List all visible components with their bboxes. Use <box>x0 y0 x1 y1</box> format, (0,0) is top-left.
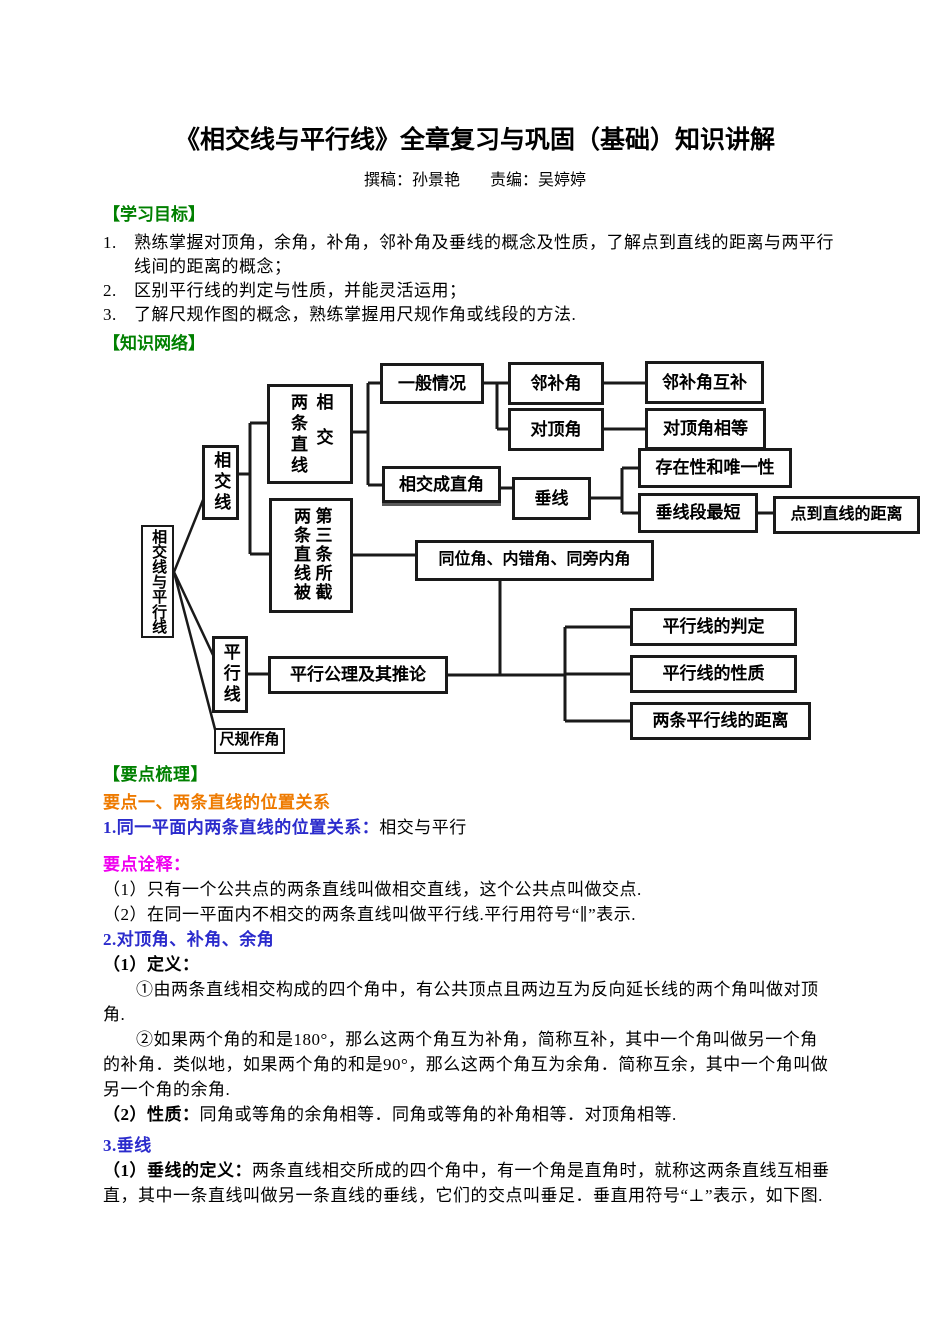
network-heading: 【知识网络】 <box>103 334 205 353</box>
sub2-heading: 2.对顶角、补角、余角 <box>103 930 275 949</box>
knowledge-network-diagram: 相交线与平行线 相交线 平行线 尺规作角 两条直线 相交 两条直线被 第三条所截… <box>0 356 950 758</box>
goal-item: 2. 区别平行线的判定与性质，并能灵活运用； <box>103 279 835 303</box>
node-parallel-distance: 两条平行线的距离 <box>630 702 811 740</box>
node-shortest-segment: 垂线段最短 <box>638 493 758 533</box>
goal-text: 区别平行线的判定与性质，并能灵活运用； <box>134 281 467 300</box>
perpendicular-text: 两条直线相交所成的四个角中，有一个角是直角时，就称这两条直线互相垂直，其中一条直… <box>103 1161 830 1205</box>
node-adjacent-supplementary: 邻补角 <box>508 362 604 405</box>
sub1-label: 1.同一平面内两条直线的位置关系： <box>103 818 380 837</box>
byline: 撰稿：孙景艳 责编：吴婷婷 <box>0 166 950 190</box>
node-general-case: 一般情况 <box>380 363 484 404</box>
node-parallel-axiom: 平行公理及其推论 <box>268 656 448 694</box>
byline-editor: 责编：吴婷婷 <box>490 172 587 189</box>
node-parallel-property: 平行线的性质 <box>630 655 797 693</box>
sub1-line: 1.同一平面内两条直线的位置关系：相交与平行 <box>103 815 835 840</box>
goal-number: 3. <box>103 305 117 324</box>
definition-2: ②如果两个角的和是180°，那么这两个角互为补角，简称互补，其中一个角叫做另一个… <box>103 1030 829 1099</box>
definition-label: （1）定义： <box>103 955 200 974</box>
node-intersect-right-angle: 相交成直角 <box>382 466 501 503</box>
node-two-lines-cut-col2: 第三条所截 <box>312 507 332 602</box>
goals-list: 1. 熟练掌握对顶角，余角，补角，邻补角及垂线的概念及性质，了解点到直线的距离与… <box>103 231 835 327</box>
perpendicular-label: （1）垂线的定义： <box>103 1161 252 1180</box>
node-two-lines-intersect-col2: 相交 <box>313 393 333 463</box>
node-two-lines-intersect-col1: 两条直线 <box>288 393 307 477</box>
perpendicular-definition: （1）垂线的定义：两条直线相交所成的四个角中，有一个角是直角时，就称这两条直线互… <box>103 1158 835 1208</box>
node-perpendicular: 垂线 <box>512 477 591 520</box>
node-parallel-judgement: 平行线的判定 <box>630 608 797 646</box>
sub1-text: 相交与平行 <box>379 818 467 837</box>
note-1: （1）只有一个公共点的两条直线叫做相交直线，这个公共点叫做交点. <box>103 880 642 899</box>
page-title: 《相交线与平行线》全章复习与巩固（基础）知识讲解 <box>174 127 775 154</box>
node-ruler-compass: 尺规作角 <box>214 728 285 754</box>
goal-text: 熟练掌握对顶角，余角，补角，邻补角及垂线的概念及性质，了解点到直线的距离与两平行… <box>134 233 834 276</box>
node-point-line-distance: 点到直线的距离 <box>773 496 920 534</box>
node-parallel-lines: 平行线 <box>212 636 248 713</box>
property-text: 同角或等角的余角相等．同角或等角的补角相等．对顶角相等. <box>199 1105 677 1124</box>
node-angle-types: 同位角、内错角、同旁内角 <box>415 540 654 581</box>
property-label: （2）性质： <box>103 1105 200 1124</box>
node-two-lines-cut-by-third: 两条直线被 第三条所截 <box>269 498 353 613</box>
definition-1: ①由两条直线相交构成的四个角中，有公共顶点且两边互为反向延长线的两个角叫做对顶角… <box>103 980 819 1024</box>
goal-number: 1. <box>103 233 117 252</box>
sub3-heading: 3.垂线 <box>103 1136 152 1155</box>
node-two-lines-intersect: 两条直线 相交 <box>267 384 353 484</box>
node-adjacent-supplementary-prop: 邻补角互补 <box>645 361 764 404</box>
byline-author: 撰稿：孙景艳 <box>363 172 460 189</box>
notes-label: 要点诠释： <box>103 855 191 874</box>
note-2: （2）在同一平面内不相交的两条直线叫做平行线.平行用符号“∥”表示. <box>103 905 636 924</box>
property-line: （2）性质：同角或等角的余角相等．同角或等角的补角相等．对顶角相等. <box>103 1102 835 1127</box>
goal-item: 1. 熟练掌握对顶角，余角，补角，邻补角及垂线的概念及性质，了解点到直线的距离与… <box>103 231 835 279</box>
node-vertical-angles-prop: 对顶角相等 <box>645 408 766 450</box>
node-two-lines-cut-col1: 两条直线被 <box>291 507 310 602</box>
point1-heading: 要点一、两条直线的位置关系 <box>103 793 331 812</box>
node-vertical-angles: 对顶角 <box>508 408 604 451</box>
goal-number: 2. <box>103 281 117 300</box>
outline-heading: 【要点梳理】 <box>103 765 208 784</box>
node-existence-uniqueness: 存在性和唯一性 <box>638 448 792 488</box>
node-root: 相交线与平行线 <box>141 525 174 638</box>
node-intersecting-lines: 相交线 <box>202 445 239 520</box>
goal-item: 3. 了解尺规作图的概念，熟练掌握用尺规作角或线段的方法. <box>103 303 835 327</box>
goals-heading: 【学习目标】 <box>103 205 205 224</box>
goal-text: 了解尺规作图的概念，熟练掌握用尺规作角或线段的方法. <box>134 305 577 324</box>
